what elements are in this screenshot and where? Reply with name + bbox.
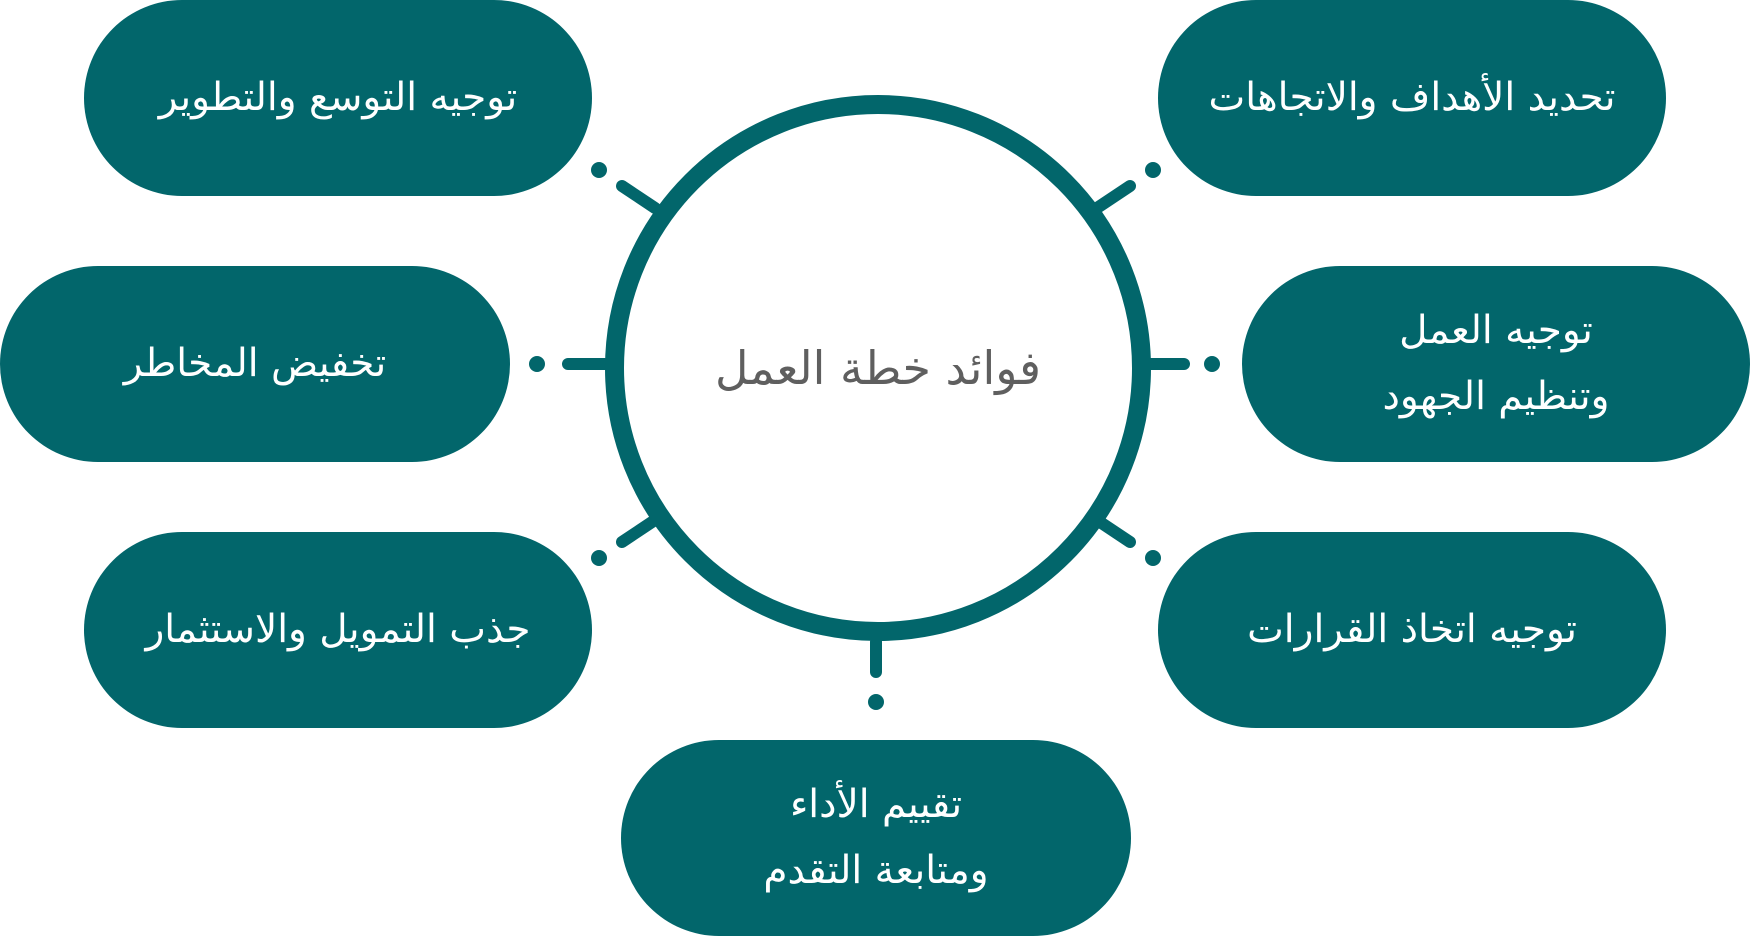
benefit-work: توجيه العمل وتنظيم الجهود [1242,266,1750,462]
dot-decisions [1145,550,1161,566]
benefit-work-line-2: وتنظيم الجهود [1382,374,1610,419]
dot-goals [1145,162,1161,178]
dot-expansion [591,162,607,178]
connector-decisions [1091,514,1136,548]
benefit-risks: تخفيض المخاطر [0,266,510,462]
connector-funding [616,514,661,548]
benefit-evaluation-line-2: ومتابعة التقدم [763,848,989,893]
dot-risks [529,356,545,372]
dot-evaluation [868,694,884,710]
benefit-expansion: توجيه التوسع والتطوير [84,0,592,196]
benefit-work-line-1: توجيه العمل [1399,308,1593,353]
benefit-decisions-line-1: توجيه اتخاذ القرارات [1247,607,1577,652]
center-circle: فوائد خطة العمل [605,95,1151,641]
connector-goals [1091,180,1136,214]
dot-funding [591,550,607,566]
benefit-evaluation-line-1: تقييم الأداء [789,782,963,827]
benefit-funding: جذب التمويل والاستثمار [84,532,592,728]
benefit-decisions: توجيه اتخاذ القرارات [1158,532,1666,728]
connector-expansion [616,180,661,214]
benefit-evaluation: تقييم الأداء ومتابعة التقدم [621,740,1131,936]
benefit-goals: تحديد الأهداف والاتجاهات [1158,0,1666,196]
center-title: فوائد خطة العمل [715,341,1041,395]
dot-work [1204,356,1220,372]
benefit-risks-line-1: تخفيض المخاطر [123,341,387,386]
benefit-funding-line-1: جذب التمويل والاستثمار [145,607,531,652]
benefit-expansion-line-1: توجيه التوسع والتطوير [158,75,518,120]
benefit-goals-line-1: تحديد الأهداف والاتجاهات [1208,75,1616,120]
